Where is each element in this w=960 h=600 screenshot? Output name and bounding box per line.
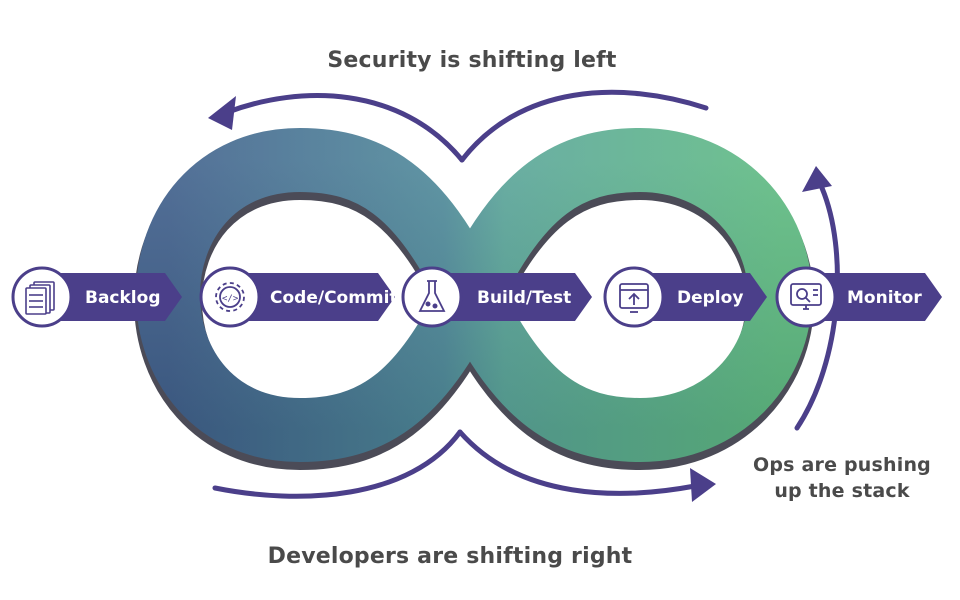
ops-caption: Ops are pushing up the stack — [748, 452, 936, 504]
stage-label-code-commit: Code/Commit — [270, 288, 398, 308]
stage-label-monitor: Monitor — [847, 288, 922, 308]
server-stack-icon — [25, 281, 55, 315]
developers-shift-arrow — [212, 429, 716, 502]
stage-deploy: Deploy — [603, 266, 767, 328]
monitor-magnifier-icon — [790, 283, 822, 310]
upload-window-icon — [619, 283, 649, 313]
stage-banner — [240, 273, 395, 321]
stage-banner — [640, 273, 767, 321]
stage-label-backlog: Backlog — [85, 288, 161, 308]
stage-label-build-test: Build/Test — [477, 288, 571, 308]
stage-banner — [60, 273, 182, 321]
security-shift-arrow — [208, 89, 709, 163]
stage-label-deploy: Deploy — [677, 288, 743, 308]
ops-caption-line2: up the stack — [774, 480, 910, 502]
stage-banner — [818, 273, 942, 321]
stage-build-test: Build/Test — [401, 266, 592, 328]
code-gear-icon: </> — [215, 282, 245, 312]
stage-banner — [440, 273, 592, 321]
stage-monitor: Monitor — [775, 266, 942, 328]
developers-caption: Developers are shifting right — [267, 544, 633, 569]
ops-caption-line1: Ops are pushing — [753, 454, 931, 476]
stage-code-commit: Code/Commit </> — [199, 266, 398, 328]
flask-icon — [418, 280, 446, 312]
stage-backlog: Backlog — [11, 266, 182, 328]
svg-text:</>: </> — [222, 294, 239, 304]
security-caption: Security is shifting left — [327, 48, 617, 73]
